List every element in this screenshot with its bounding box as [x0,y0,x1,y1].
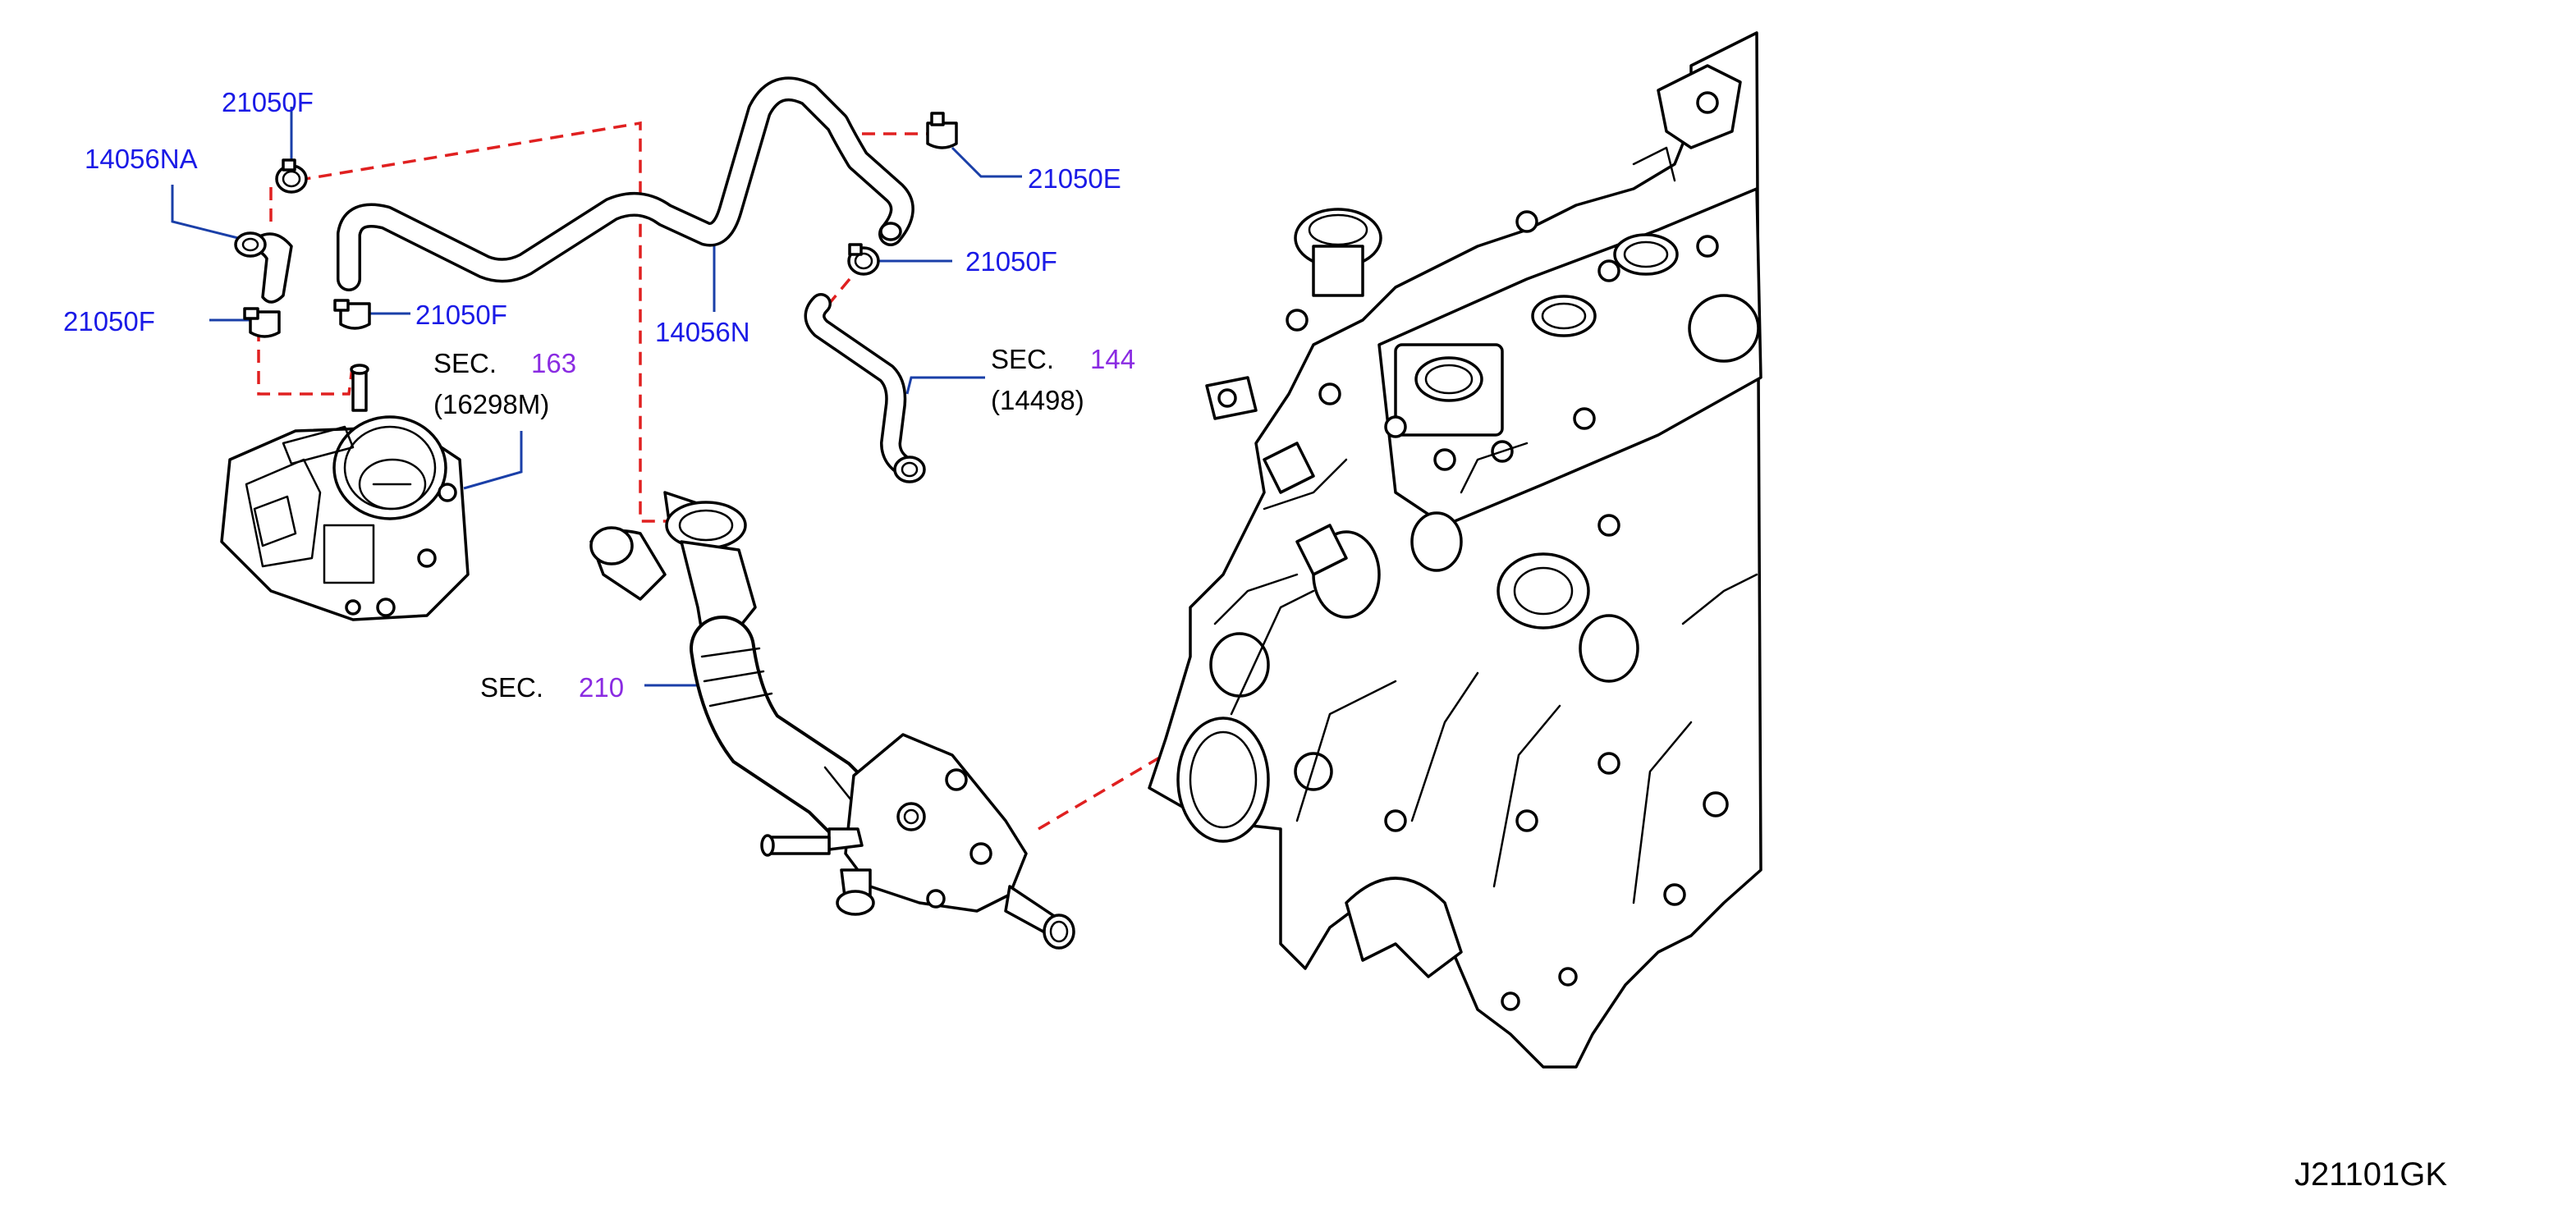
engine-block [1148,31,1762,1069]
label-21050f-right: 21050F [965,246,1057,277]
throttle-body [220,364,470,621]
clip-left [243,307,281,338]
diagram-code: J21101GK [2294,1156,2447,1193]
sec-144-prefix: SEC. [991,344,1054,374]
label-21050e: 21050E [1028,163,1121,194]
clip-top-right [926,112,958,149]
main-hose [337,76,914,291]
water-outlet [589,491,1075,950]
label-14056n: 14056N [655,317,750,347]
sec-210-prefix: SEC. [480,672,543,703]
part-labels: 21050F 14056NA 21050F 21050F 14056N 2105… [63,87,1121,347]
clip-top-left [275,158,308,194]
label-14056na: 14056NA [85,144,198,174]
section-water-hose: SEC. 144 (14498) [991,344,1135,415]
label-21050f-top-left: 21050F [222,87,314,117]
small-hose [234,231,293,304]
sec-163-number: 163 [531,348,576,378]
leader-lines [171,107,1022,687]
label-21050f-mid: 21050F [415,300,507,330]
sec-163-prefix: SEC. [433,348,497,378]
clip-right [847,243,880,276]
section-water-outlet: SEC. 210 [480,672,624,703]
sec-144-part: (14498) [991,385,1084,415]
water-hose [804,293,926,483]
sec-163-part: (16298M) [433,389,549,419]
clip-mid [333,299,371,330]
sec-210-number: 210 [579,672,624,703]
label-21050f-left: 21050F [63,306,155,337]
section-throttle: SEC. 163 (16298M) [433,348,576,419]
sec-144-number: 144 [1090,344,1135,374]
